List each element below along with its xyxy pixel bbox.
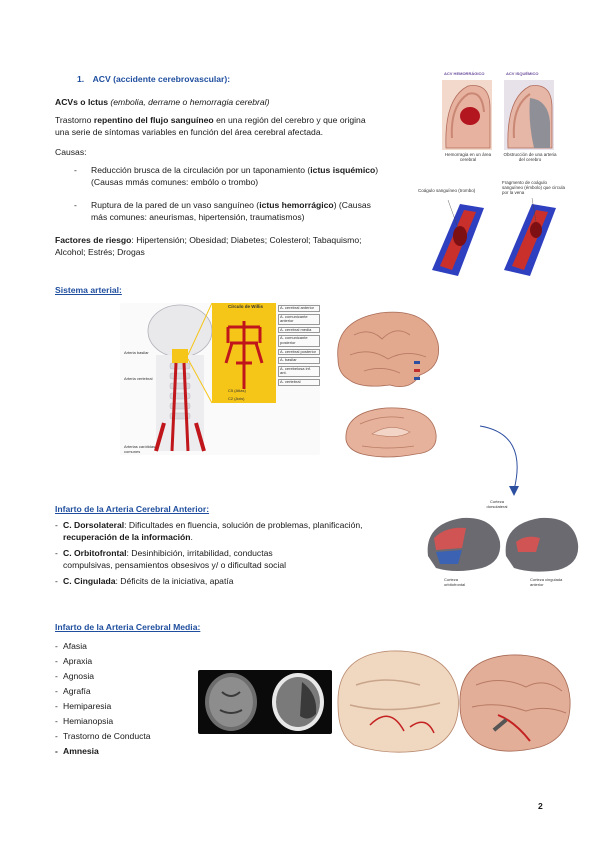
section-heading: 1. ACV (accidente cerebrovascular): — [77, 73, 230, 85]
intro-term: ACVs o Ictus — [55, 97, 109, 107]
brain-acv-illustration — [442, 80, 554, 150]
anterior-2-line2: compulsivas, pensamientos obsesivos y/ o… — [63, 560, 287, 570]
cortex-regions-illustration — [427, 517, 579, 572]
label-dorsolateral: Corteza dorsolateral — [486, 499, 508, 509]
willis-label: A. cerebelosa inf. ant. — [278, 365, 320, 377]
label-arterias-carotidas: Arterias carótidas comunes — [124, 444, 156, 454]
media-list: Afasia Apraxia Agnosia Agrafía Hemipares… — [55, 639, 151, 759]
caption-hemorragia: Hemorragia en un área cerebral — [444, 152, 492, 162]
figure-brain-anatomy — [330, 645, 574, 757]
cause-dash-2: - — [74, 200, 77, 210]
media-item: Trastorno de Conducta — [55, 729, 151, 744]
cause-1-line2: (Causas mmás comunes: embólo o trombo) — [91, 177, 259, 187]
anterior-item-2: - C. Orbitofrontal: Desinhibición, irrit… — [55, 548, 287, 570]
risk-factors: Factores de riesgo: Hipertensión; Obesid… — [55, 234, 425, 258]
cause-1-bold: ictus isquémico — [310, 165, 376, 175]
anterior-2-text: : Desinhibición, irritabilidad, conducta… — [126, 548, 273, 558]
anterior-1-line2-bold: recuperación de la información — [63, 532, 191, 542]
anterior-1-line2: . — [190, 532, 193, 542]
anterior-item-3: - C. Cingulada: Déficits de la iniciativ… — [55, 576, 234, 586]
figure-cortex-regions: Corteza dorsolateral Corteza orbitofront… — [422, 499, 582, 590]
def-pre: Trastorno — [55, 115, 94, 125]
arterial-title: Sistema arterial: — [55, 285, 122, 295]
willis-label: A. comunicante anterior — [278, 313, 320, 325]
causes-label: Causas: — [55, 147, 87, 157]
anterior-3-bold: C. Cingulada — [63, 576, 116, 586]
def-post2: una serie de síntomas variables en funci… — [55, 127, 324, 137]
caption-fragmento: Fragmento de coágulo sanguíneo (émbolo) … — [502, 180, 566, 195]
media-item: Afasia — [55, 639, 151, 654]
anterior-item-1: - C. Dorsolateral: Dificultades en fluen… — [55, 520, 363, 542]
figure-brain-lateral — [330, 305, 454, 397]
willis-label: A. basilar — [278, 357, 320, 364]
media-item: Agnosia — [55, 669, 151, 684]
label-cingulada: Corteza cingulada anterior — [530, 577, 563, 587]
figure-acv-types: ACV HEMORRÁGICO ACV ISQUÉMICO Hemorragia… — [438, 71, 558, 174]
media-item: Agrafía — [55, 684, 151, 699]
willis-labels: A. cerebral anterior A. comunicante ante… — [278, 305, 320, 388]
brain-anatomy-illustration — [337, 650, 571, 753]
media-item: Apraxia — [55, 654, 151, 669]
risk-label: Factores de riesgo — [55, 235, 132, 245]
anterior-3-text: : Déficits de la iniciativa, apatía — [115, 576, 234, 586]
def-post1: en una región del cerebro y que origina — [213, 115, 366, 125]
cause-dash-1: - — [74, 165, 77, 175]
anterior-1-text: : Dificultades en fluencia, solución de … — [124, 520, 363, 530]
cause-1-pre: Reducción brusca de la circulación por u… — [91, 165, 311, 175]
cause-2-pre: Ruptura de la pared de un vaso sanguíneo… — [91, 200, 260, 210]
media-item: Hemianopsia — [55, 714, 151, 729]
willis-illustration — [147, 303, 276, 452]
label-orbitofrontal: Corteza orbitofrontal — [444, 577, 466, 587]
cause-2-bold: ictus hemorrágico — [259, 200, 334, 210]
cause-1-post: ) — [375, 165, 379, 175]
willis-label: A. comunicante posterior — [278, 335, 320, 347]
label-c5: C5 (Atlas) — [228, 388, 246, 393]
def-bold: repentino del flujo sanguíneo — [93, 115, 214, 125]
cause-item-1: Reducción brusca de la circulación por u… — [91, 164, 431, 188]
figure-brain-scans — [198, 670, 332, 734]
media-item: Amnesia — [55, 744, 151, 759]
anterior-title: Infarto de la Arteria Cerebral Anterior: — [55, 504, 210, 514]
figure-willis: Círculo de Willis A. cerebral anterior A… — [120, 303, 320, 455]
intro-definition: Trastorno repentino del flujo sanguíneo … — [55, 114, 415, 138]
risk-line2: Alcohol; Estrés; Drogas — [55, 247, 145, 257]
figure-vessels-clot: Coágulo sanguíneo (trombo) Fragmento de … — [418, 178, 570, 278]
heading-title: ACV (accidente cerebrovascular): — [92, 74, 231, 84]
arrow-curve — [479, 425, 519, 496]
willis-label: A. vertebral — [278, 378, 320, 386]
caption-obstruccion: Obstrucción de una arteria del cerebro — [503, 152, 557, 162]
brain-medial-illustration — [345, 407, 437, 458]
anterior-1-bold: C. Dorsolateral — [63, 520, 125, 530]
caption-coagulo: Coágulo sanguíneo (trombo) — [418, 188, 476, 193]
anterior-2-bold: C. Orbitofrontal — [63, 548, 127, 558]
anterior-list: - C. Dorsolateral: Dificultades en fluen… — [55, 519, 425, 587]
willis-label: A. cerebral media — [278, 326, 320, 334]
media-item: Hemiparesia — [55, 699, 151, 714]
vessels-illustration — [432, 197, 556, 276]
intro-term-line: ACVs o Ictus (embolia, derrame o hemorra… — [55, 96, 269, 108]
figure-brain-medial — [342, 404, 440, 462]
label-arteria-basilar: Arteria basilar — [124, 350, 149, 355]
heading-number: 1. — [77, 74, 85, 84]
label-acv-hemorragico: ACV HEMORRÁGICO — [444, 71, 485, 76]
willis-title: Círculo de Willis — [228, 304, 263, 309]
label-acv-isquemico: ACV ISQUÉMICO — [506, 71, 539, 76]
cause-2-line2: más comunes: aneurismas, hipertensión, t… — [91, 212, 305, 222]
cause-2-post: ) (Causas — [333, 200, 371, 210]
label-c2: C2 (Axis) — [228, 396, 245, 401]
risk-text: : Hipertensión; Obesidad; Diabetes; Cole… — [131, 235, 362, 245]
brain-scans-illustration — [205, 673, 324, 731]
media-title: Infarto de la Arteria Cerebral Media: — [55, 622, 201, 632]
label-arteria-vertebral: Arteria vertebral — [124, 376, 153, 381]
willis-label: A. cerebral anterior — [278, 305, 320, 312]
intro-term-note: (embolia, derrame o hemorragia cerebral) — [110, 97, 270, 107]
page-number: 2 — [538, 801, 543, 811]
brain-lateral-illustration — [337, 311, 439, 388]
willis-label: A. cerebral posterior — [278, 348, 320, 356]
cause-item-2: Ruptura de la pared de un vaso sanguíneo… — [91, 199, 431, 223]
